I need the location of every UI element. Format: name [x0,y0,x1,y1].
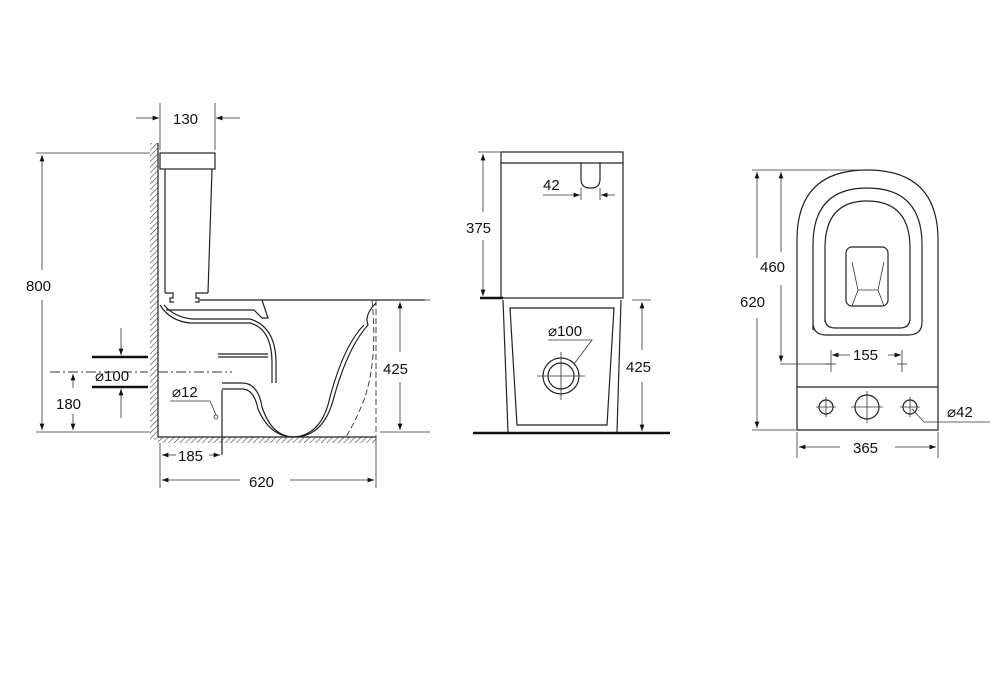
dim-620-side-label: 620 [249,474,274,491]
bowl-side [159,299,425,455]
side-view: 800 130 425 180 ⌀100 [26,103,430,491]
dim-inlet-12-label: ⌀12 [172,384,198,401]
dim-365-label: 365 [853,440,878,457]
flush-button [580,163,601,189]
tank-front [500,151,624,299]
dim-365: 365 [796,432,939,458]
dim-620-side: 620 [162,437,377,491]
base-front [502,299,622,433]
dim-185-label: 185 [178,448,203,465]
fixing-holes [816,391,920,423]
tank-side [159,152,269,319]
dim-130-label: 130 [173,111,198,128]
dim-outlet-100-front: ⌀100 [548,323,593,365]
dim-outlet-100-front-label: ⌀100 [548,323,582,340]
wall-hatch [150,143,158,440]
bowl-outlet [845,246,889,307]
dim-42-hole-label: ⌀42 [947,404,973,421]
dim-180: 180 [50,371,232,430]
dim-425-side-label: 425 [383,361,408,378]
dim-155-label: 155 [853,347,878,364]
floor-hatch [158,437,376,443]
dim-425-front-label: 425 [626,359,651,376]
dim-425-front: 425 [626,299,651,431]
front-view: 375 42 ⌀100 425 [466,151,670,435]
dim-460: 460 [752,169,866,362]
dim-inlet-12: ⌀12 [170,384,219,420]
dim-425-side: 425 [380,299,430,433]
dim-42-button: 42 [543,177,615,200]
dim-42-button-label: 42 [543,177,560,194]
dim-42-hole: ⌀42 [911,404,990,423]
dim-outlet-100: ⌀100 [92,328,148,418]
dim-130: 130 [136,103,240,150]
dim-375-label: 375 [466,220,491,237]
dim-800-label: 800 [26,278,51,295]
dim-800: 800 [26,152,150,433]
dim-620-top: 620 [740,172,796,431]
toilet-outline-top [796,169,939,431]
dim-180-label: 180 [56,396,81,413]
dim-155: 155 [780,347,907,372]
seat-outline [812,187,923,336]
dim-620-top-label: 620 [740,294,765,311]
dim-185: 185 [159,443,220,488]
dim-outlet-100-label: ⌀100 [95,368,129,385]
dim-375: 375 [466,151,500,296]
top-view: ⌀42 155 460 620 365 [740,169,990,458]
dim-460-label: 460 [760,259,785,276]
